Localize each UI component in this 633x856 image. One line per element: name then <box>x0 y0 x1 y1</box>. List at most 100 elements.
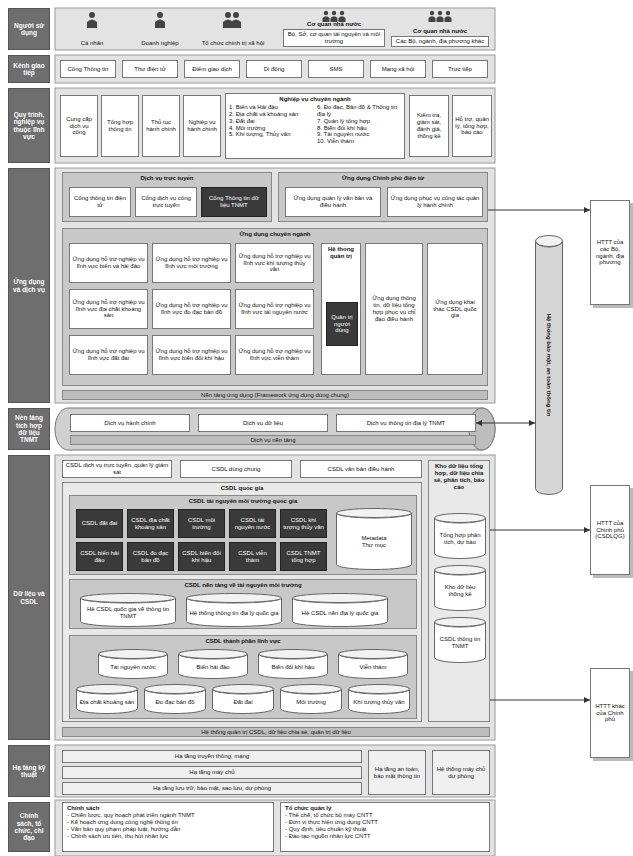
node-text: Cổng Thông tin <box>68 66 109 73</box>
node-text: Ứng dụng hỗ trợ nghiệp vụ lĩnh vực biển … <box>72 256 145 270</box>
node-text: Di động <box>264 66 285 73</box>
database-cylinder: Môi trường <box>280 684 342 714</box>
group-panel: Ứng dụng Chính phủ điện tửỨng dụng quản … <box>278 172 488 222</box>
row-band <box>55 8 495 50</box>
node-text: CSDL môi trường <box>181 517 222 531</box>
node-text: Nghiệp vụ hành chính <box>186 119 218 133</box>
group-panel: CSDL tài nguyên môi trường quốc giaCSDL … <box>69 495 417 575</box>
node-text: Hạ tầng máy chủ <box>189 769 234 776</box>
node-text: CSDL dịch vụ trực tuyến, quản lý giám sá… <box>65 462 169 476</box>
node-text: CSDL đo đạc bản đồ <box>130 550 171 564</box>
node-text: Ứng dụng hỗ trợ nghiệp vụ lĩnh vực môi t… <box>155 256 228 270</box>
list-columns: 1. Biển và Hải đảo2. Địa chất và khoáng … <box>229 104 401 145</box>
node-text: Biến đổi khí hậu <box>271 664 314 671</box>
node-text: Bộ, Sở, cơ quan tài nguyên và môi trường <box>283 29 385 47</box>
node-text: CSDL đất đai <box>82 520 117 527</box>
process-box: Ứng dụng hỗ trợ nghiệp vụ lĩnh vực địa c… <box>69 289 148 329</box>
external-system: HTTT khác của Chính phủ <box>590 668 630 758</box>
database-cylinder: Tài nguyên nước <box>98 649 168 679</box>
node-text: Ứng dụng hỗ trợ nghiệp vụ lĩnh vực tài n… <box>238 302 311 316</box>
node-text: Doanh nghiệp <box>141 40 178 47</box>
user-icons <box>87 11 452 28</box>
database-cylinder: Hệ CSDL nền địa lý quốc gia <box>292 593 388 627</box>
row-band <box>55 800 495 856</box>
node-text: Mạng xã hội <box>382 66 415 73</box>
process-box: Trực tiếp <box>432 60 488 78</box>
node-text: 9. Tài nguyên nước <box>317 131 401 138</box>
node-text: - Kế hoạch ứng dụng công nghệ thông tin <box>67 819 178 826</box>
node-text: CSDL TNMT tổng hợp <box>283 550 324 564</box>
database-cylinder: Biển hải đảo <box>178 649 248 679</box>
process-box: Ứng dụng hỗ trợ nghiệp vụ lĩnh vực đất đ… <box>69 335 148 375</box>
node-text: Tổng hợp phân tích, dự báo <box>437 532 483 546</box>
database-cylinder: Viễn thám <box>338 649 408 679</box>
process-box: Cổng thông tin điện tử <box>69 187 131 217</box>
process-box: Ứng dụng hỗ trợ nghiệp vụ lĩnh vực đo đạ… <box>152 289 231 329</box>
process-box: Cổng Thông tin <box>60 60 116 78</box>
database-box: CSDL đất đai <box>76 509 123 538</box>
node-text: Cổng thông tin điện tử <box>72 195 128 209</box>
node-text: Hệ thống máy chủ dự phòng <box>434 766 488 780</box>
process-box: Ứng dụng hỗ trợ nghiệp vụ lĩnh vực tài n… <box>235 289 314 329</box>
user-group: Doanh nghiệp <box>128 10 192 48</box>
list-column: 6. Đo đạc, Bản đồ & Thông tin địa lý7. Q… <box>317 104 401 145</box>
node-text: Ứng dụng hỗ trợ nghiệp vụ lĩnh vực đo đạ… <box>155 302 228 316</box>
node-text: Cung cấp dịch vụ công <box>63 116 95 137</box>
process-box: Dịch vụ hành chính <box>70 414 190 432</box>
database-cylinder: Khí tượng thủy văn <box>348 684 410 714</box>
node-text: - Đào tạo nguồn nhân lực CNTT <box>285 833 371 840</box>
infrastructure-box: Hạ tầng lưu trữ, bảo mật, sao lưu, dự ph… <box>62 782 362 795</box>
group-panel: CSDL quốc giaCSDL tài nguyên môi trường … <box>62 482 422 722</box>
database-cylinder: Địa chất khoáng sản <box>76 684 138 714</box>
node-text: - Văn bản quy phạm pháp luật, hướng dẫn <box>67 826 180 833</box>
node-text: - Thể chế, tổ chức bộ máy CNTT <box>285 812 373 819</box>
database-box: CSDL viễn thám <box>229 542 276 571</box>
node-text: 10. Viễn thám <box>317 138 401 145</box>
node-text: 6. Đo đạc, Bản đồ & Thông tin địa lý <box>317 104 401 118</box>
process-box: SMS <box>308 60 364 78</box>
node-text: CSDL thành phần lĩnh vực <box>205 638 280 645</box>
database-cylinder: Kho dữ liệu thống kê <box>434 565 486 611</box>
node-text: Cơ quan nhà nước <box>307 21 361 28</box>
node-text: Địa chất khoáng sản <box>80 699 135 706</box>
row-label: Dữ liệu và CSDL <box>8 455 50 740</box>
node-text: Hạ tầng lưu trữ, bảo mật, sao lưu, dự ph… <box>153 785 271 792</box>
row-label: Ứng dụng và dịch vụ <box>8 168 50 403</box>
database-box: Cổng Thông tin dữ liệu TNMT <box>201 187 267 217</box>
group-panel: CSDL thành phần lĩnh vựcTài nguyên nướcB… <box>69 635 417 719</box>
node-text: Kho dữ liệu tổng hợp, dữ liệu chia sẻ, p… <box>431 463 487 491</box>
node-text: CSDL biến đổi khí hậu <box>181 550 222 564</box>
node-text: Khí tượng thủy văn <box>353 699 404 706</box>
process-box: Tổng hợp thông tin <box>101 95 139 157</box>
domain-list: Nghiệp vụ chuyên ngành1. Biển và Hải đảo… <box>225 93 405 159</box>
node-text: Ứng dụng khai thác CSDL quốc gia <box>430 299 480 320</box>
infrastructure-box: Hệ thống máy chủ dự phòng <box>432 750 490 795</box>
infrastructure-box: Hạ tầng an toàn, bảo mật thông tin <box>368 750 426 795</box>
node-text: Chính sách <box>67 805 99 812</box>
node-text: Đất đai <box>233 699 252 706</box>
database-box: CSDL đo đạc bản đồ <box>127 542 174 571</box>
row-band <box>55 168 495 403</box>
node-text: 7. Quản lý tổng hợp <box>317 118 401 125</box>
node-text: - Quy định, tiêu chuẩn kỹ thuật <box>285 826 366 833</box>
node-text: - Đơn vị thực hiện ứng dụng CNTT <box>285 819 378 826</box>
node-text: Cổng dịch vụ công trực tuyến <box>138 195 194 209</box>
process-box: Ứng dụng hỗ trợ nghiệp vụ lĩnh vực biến … <box>152 335 231 375</box>
node-text: 4. Môi trường <box>229 125 313 132</box>
node-text: Môi trường <box>296 699 326 706</box>
node-text: Ứng dụng hỗ trợ nghiệp vụ lĩnh vực đất đ… <box>72 348 145 362</box>
node-text: Ứng dụng hỗ trợ nghiệp vụ lĩnh vực khí t… <box>238 253 311 274</box>
process-box: Cổng dịch vụ công trực tuyến <box>135 187 197 217</box>
node-text: - Chiến lược, quy hoạch phát triển ngành… <box>67 812 195 819</box>
database-cylinder: Đất đai <box>212 684 274 714</box>
connector-line <box>488 210 590 211</box>
node-text: Metadata <box>361 535 386 542</box>
group-panel: Ứng dụng chuyên ngànhỨng dụng hỗ trợ ngh… <box>62 228 488 386</box>
node-text: Dịch vụ dữ liệu <box>243 420 283 427</box>
node-text: CSDL quốc gia <box>221 485 264 492</box>
node-text: Hạ tầng truyền thông, mạng <box>175 753 249 760</box>
node-text: CSDL văn bản điều hành <box>328 466 395 473</box>
process-box: Kiểm tra, giám sát, đánh giá, thống kê <box>409 95 449 157</box>
node-text: CSDL nền tảng về tài nguyên môi trường <box>184 582 301 589</box>
node-text: Biển hải đảo <box>196 664 229 671</box>
